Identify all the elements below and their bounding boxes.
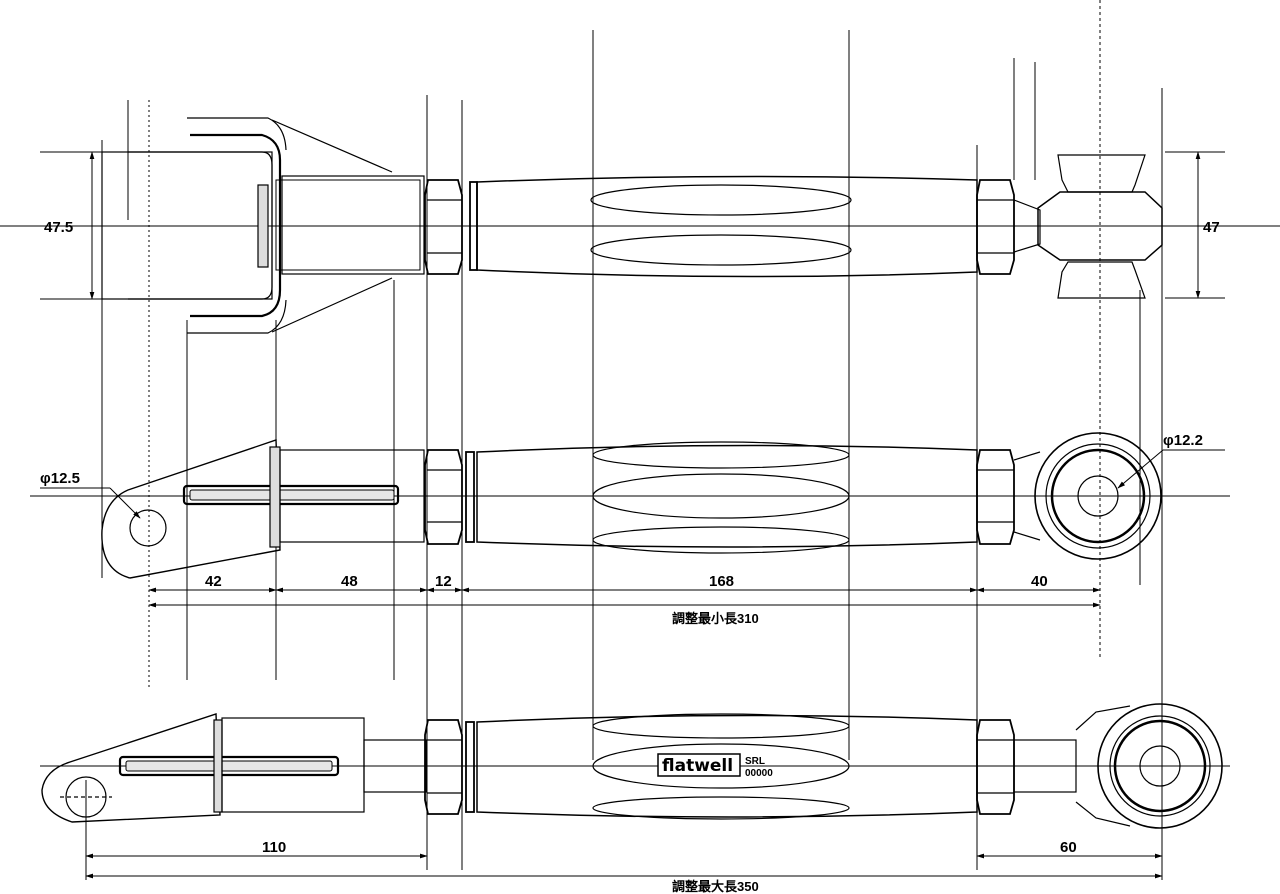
- dim-seg-2: 48: [341, 573, 358, 590]
- dim-seg-5: 40: [1031, 573, 1048, 590]
- extension-lines: [85, 0, 1163, 880]
- dim-height-left: 47.5: [44, 219, 73, 236]
- brand-logo: flatwell SRL 00000: [657, 753, 773, 779]
- dimension-lines: [40, 151, 1225, 879]
- dim-height-right: 47: [1203, 219, 1220, 236]
- middle-view: [30, 432, 1230, 579]
- dim-left-extended: 110: [262, 839, 286, 856]
- dim-hole-right: φ12.2: [1163, 432, 1203, 449]
- dim-max-length: 調整最大長350: [672, 879, 759, 894]
- brand-logo-text: flatwell: [662, 756, 733, 776]
- dim-seg-4: 168: [709, 573, 734, 590]
- dimension-labels: 47.5 47 φ12.5 φ12.2 42 48 12 168 40 調整最小…: [40, 219, 1220, 894]
- dim-seg-1: 42: [205, 573, 222, 590]
- brand-code-line1: SRL: [745, 756, 765, 767]
- dim-min-length: 調整最小長310: [672, 611, 759, 626]
- dim-seg-3: 12: [435, 573, 452, 590]
- dim-hole-left: φ12.5: [40, 470, 80, 487]
- top-view: [0, 117, 1280, 334]
- bottom-view: [40, 703, 1230, 829]
- dim-right-extended: 60: [1060, 839, 1077, 856]
- brand-code-line2: 00000: [745, 768, 773, 779]
